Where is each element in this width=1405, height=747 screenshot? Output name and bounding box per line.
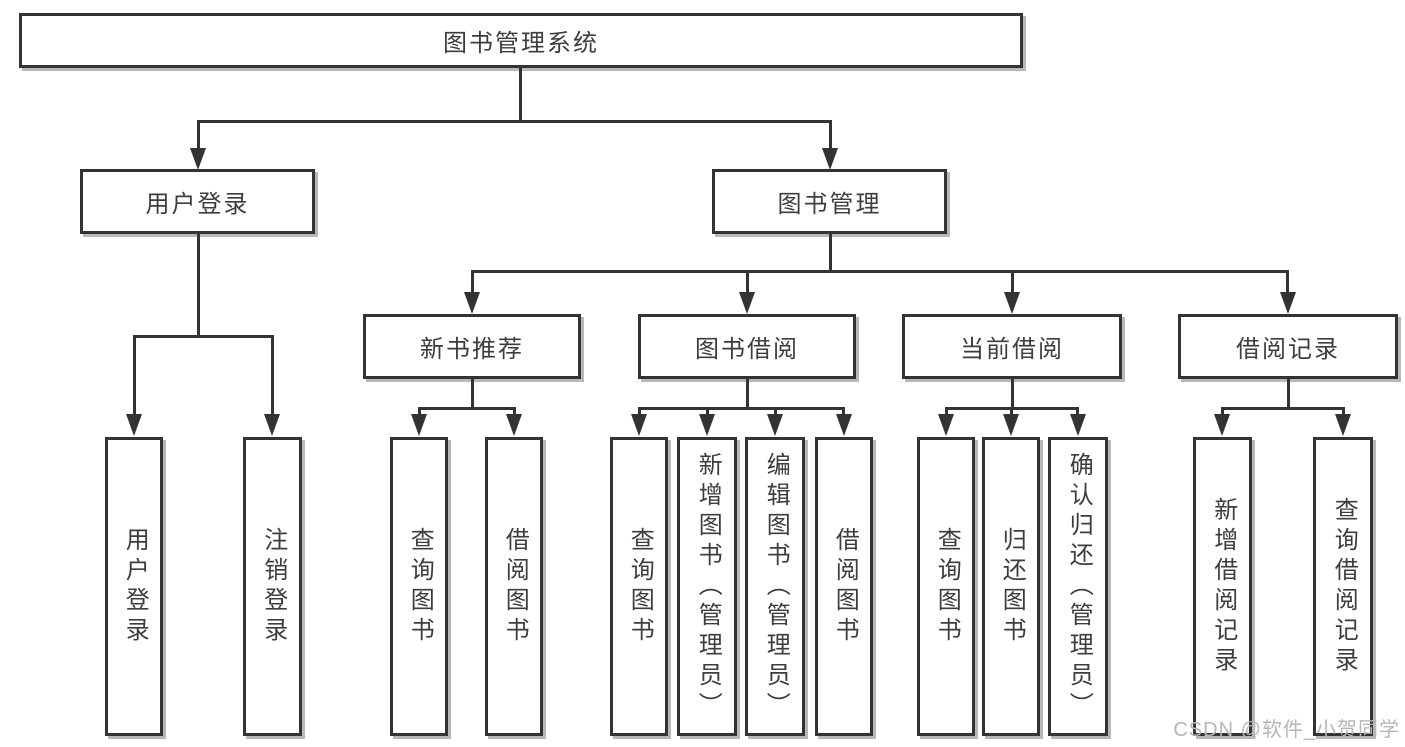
arrow-down-icon [631, 414, 647, 436]
connector-line [638, 407, 641, 414]
node-book-borrowing: 图书借阅 [638, 314, 856, 379]
arrow-down-icon [699, 414, 715, 436]
node-current-borrowing-label: 当前借阅 [960, 336, 1064, 363]
connector-line [271, 335, 274, 414]
connector-line [519, 68, 522, 120]
leaf-return-books: 归还图书 [982, 437, 1040, 736]
connector-line [197, 120, 832, 123]
connector-line [1076, 407, 1079, 414]
arrow-down-icon [506, 414, 522, 436]
leaf-query-books-1-label: 查询图书 [406, 526, 434, 647]
arrow-down-icon [1335, 414, 1351, 436]
connector-line [471, 379, 474, 407]
leaf-confirm-return-admin-label: 确认归还（管理员） [1065, 451, 1093, 722]
leaf-return-books-label: 归还图书 [998, 526, 1026, 647]
arrow-down-icon [1280, 292, 1296, 314]
leaf-user-login: 用户登录 [105, 437, 163, 736]
connector-line [1221, 407, 1345, 410]
leaf-edit-books-admin: 编辑图书（管理员） [745, 437, 805, 736]
connector-line [746, 270, 749, 292]
arrow-down-icon [836, 414, 852, 436]
node-book-management-label: 图书管理 [777, 191, 882, 218]
leaf-add-books-admin: 新增图书（管理员） [677, 437, 737, 736]
leaf-query-books-2: 查询图书 [610, 437, 668, 736]
leaf-logout: 注销登录 [243, 437, 302, 736]
connector-line [133, 335, 136, 414]
connector-line [197, 234, 200, 335]
connector-line [774, 407, 777, 414]
connector-line [197, 120, 200, 150]
arrow-down-icon [822, 148, 838, 170]
leaf-query-books-1: 查询图书 [390, 437, 448, 736]
node-library-system-label: 图书管理系统 [443, 30, 599, 57]
connector-line [1011, 270, 1014, 292]
connector-line [471, 270, 1289, 273]
connector-line [829, 234, 832, 270]
leaf-query-borrow-record-label: 查询借阅记录 [1330, 496, 1358, 677]
leaf-borrow-books-1: 借阅图书 [485, 437, 543, 736]
leaf-query-books-3-label: 查询图书 [933, 526, 961, 647]
connector-line [418, 407, 516, 410]
leaf-add-borrow-record-label: 新增借阅记录 [1209, 496, 1237, 677]
node-user-login-label: 用户登录 [145, 191, 250, 218]
leaf-edit-books-admin-label: 编辑图书（管理员） [762, 451, 790, 722]
connector-line [133, 335, 274, 338]
connector-line [638, 407, 845, 410]
leaf-borrow-books-2-label: 借阅图书 [831, 526, 859, 647]
node-new-book-recommend: 新书推荐 [363, 314, 581, 379]
leaf-add-borrow-record: 新增借阅记录 [1193, 437, 1252, 736]
node-book-management: 图书管理 [712, 169, 947, 234]
leaf-add-books-admin-label: 新增图书（管理员） [694, 451, 722, 722]
arrow-down-icon [767, 414, 783, 436]
arrow-down-icon [1003, 414, 1019, 436]
node-user-login: 用户登录 [80, 169, 315, 234]
leaf-confirm-return-admin: 确认归还（管理员） [1048, 437, 1108, 736]
node-borrowing-records: 借阅记录 [1178, 314, 1398, 379]
arrow-down-icon [938, 414, 954, 436]
csdn-watermark: CSDN @软件_小贺同学 [1173, 719, 1400, 741]
connector-line [513, 407, 516, 414]
leaf-borrow-books-1-label: 借阅图书 [501, 526, 529, 647]
leaf-query-borrow-record: 查询借阅记录 [1313, 437, 1373, 736]
arrow-down-icon [126, 414, 142, 436]
leaf-user-login-label: 用户登录 [121, 526, 149, 647]
arrow-down-icon [264, 414, 280, 436]
arrow-down-icon [1214, 414, 1230, 436]
arrow-down-icon [1070, 414, 1086, 436]
connector-line [1221, 407, 1224, 414]
connector-line [1342, 407, 1345, 414]
connector-line [746, 379, 749, 407]
connector-line [706, 407, 709, 414]
node-library-system: 图书管理系统 [19, 13, 1023, 68]
arrow-down-icon [464, 292, 480, 314]
leaf-logout-label: 注销登录 [259, 526, 287, 647]
connector-line [471, 270, 474, 292]
arrow-down-icon [411, 414, 427, 436]
leaf-query-books-3: 查询图书 [917, 437, 975, 736]
connector-line [945, 407, 948, 414]
connector-line [1287, 379, 1290, 407]
connector-line [418, 407, 421, 414]
node-new-book-recommend-label: 新书推荐 [420, 336, 524, 363]
connector-line [842, 407, 845, 414]
arrow-down-icon [1004, 292, 1020, 314]
node-borrowing-records-label: 借阅记录 [1236, 336, 1340, 363]
node-book-borrowing-label: 图书借阅 [695, 336, 799, 363]
arrow-down-icon [190, 148, 206, 170]
leaf-query-books-2-label: 查询图书 [626, 526, 654, 647]
connector-line [1010, 407, 1013, 414]
node-current-borrowing: 当前借阅 [902, 314, 1122, 379]
connector-line [1011, 379, 1014, 407]
arrow-down-icon [739, 292, 755, 314]
leaf-borrow-books-2: 借阅图书 [815, 437, 873, 736]
connector-line [1286, 270, 1289, 292]
connector-line [829, 120, 832, 150]
